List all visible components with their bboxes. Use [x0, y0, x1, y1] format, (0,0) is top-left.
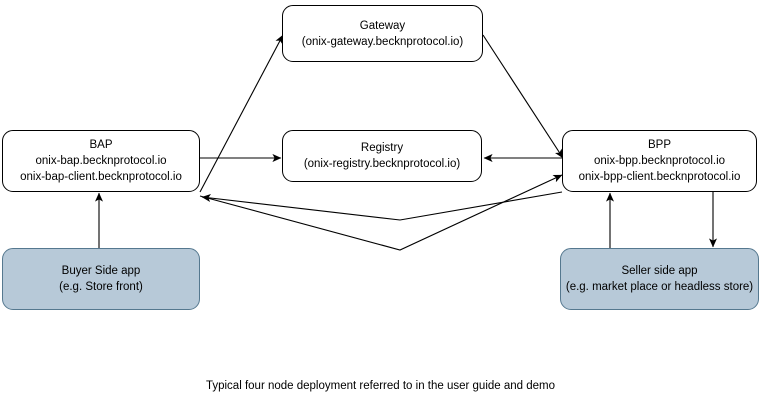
bpp-node-line-1: onix-bpp.becknprotocol.io [593, 155, 726, 167]
edge-bap-to-bpp [199, 174, 563, 251]
bpp-node[interactable]: BPP onix-bpp.becknprotocol.io onix-bpp-cli… [562, 130, 757, 192]
seller-side-app-node[interactable]: Seller side app (e.g. market place or hea… [560, 248, 759, 310]
edge-bap-to-gateway [199, 34, 284, 193]
seller-side-app-node-line-0: Seller side app [621, 265, 698, 277]
buyer-side-app-node[interactable]: Buyer Side app (e.g. Store front) [2, 248, 200, 310]
bap-node-line-0: BAP [89, 139, 113, 151]
buyer-side-app-node-line-0: Buyer Side app [61, 265, 141, 277]
buyer-side-app-node-line-1: (e.g. Store front) [59, 281, 143, 293]
bap-node[interactable]: BAP onix-bap.becknprotocol.io onix-bap-cli… [2, 130, 200, 192]
gateway-node-line-0: Gateway [359, 19, 406, 32]
bpp-node-line-2: onix-bpp-client.becknprotocol.io [578, 171, 741, 183]
registry-node[interactable]: Registry (onix-registry.becknprotocol.io) [282, 130, 482, 182]
bpp-node-line-0: BPP [647, 139, 671, 151]
edge-bpp-to-bap [201, 191, 563, 221]
edge-gateway-to-bpp [482, 34, 564, 159]
gateway-node[interactable]: Gateway (onix-gateway.becknprotocol.io) [282, 5, 483, 62]
bap-node-line-1: onix-bap.becknprotocol.io [35, 155, 167, 167]
registry-node-line-0: Registry [360, 142, 404, 154]
seller-side-app-node-line-1: (e.g. market place or headless store) [565, 281, 754, 293]
gateway-node-line-1: (onix-gateway.becknprotocol.io) [301, 35, 464, 48]
registry-node-line-1: (onix-registry.becknprotocol.io) [303, 158, 461, 170]
bap-node-line-2: onix-bap-client.becknprotocol.io [20, 171, 182, 183]
diagram-caption: Typical four node deployment referred to… [205, 380, 556, 392]
